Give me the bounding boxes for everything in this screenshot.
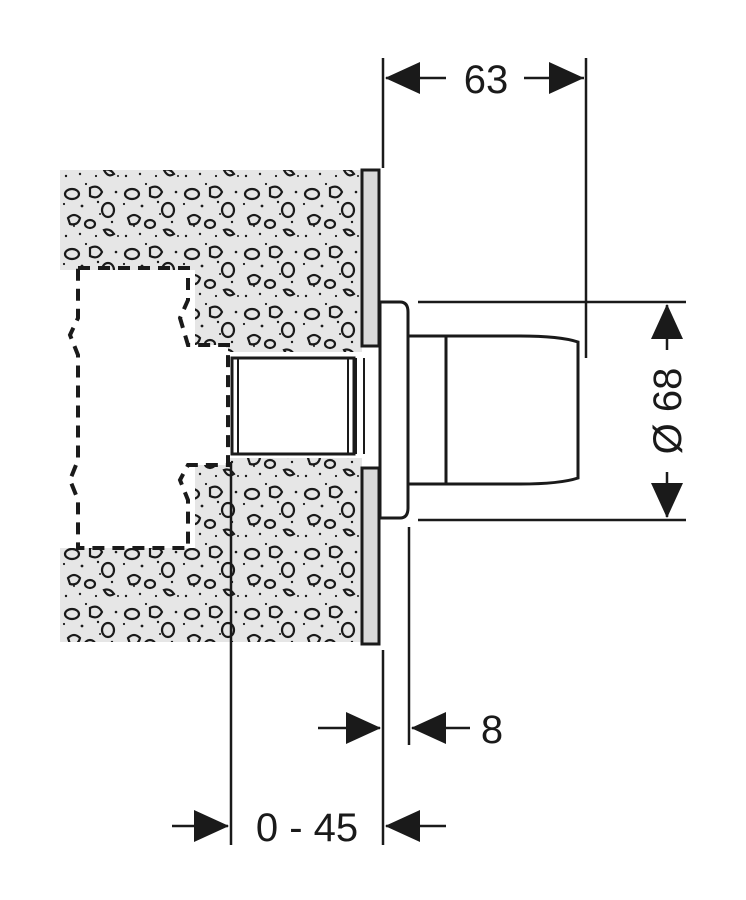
dimension-depth-range-label: 0 - 45 [256,806,358,850]
dimension-projection: 8 [318,527,503,845]
dimension-projection-label: 8 [481,708,503,752]
wall-section [60,170,362,642]
wall-lower [60,458,362,642]
spindle-extension [230,356,365,456]
handle [406,334,580,486]
cover-plate-lower [360,466,381,646]
dimension-depth-range: 0 - 45 [172,462,446,850]
cover-plate-upper [360,168,381,348]
wall-niche [60,270,195,548]
rosette [378,300,410,520]
wall-upper [60,170,362,352]
concealed-valve-body [67,266,230,550]
dimension-width-label: 63 [464,58,509,102]
dimension-diameter: Ø 68 [418,300,690,522]
dimension-diameter-label: Ø 68 [646,368,690,455]
dimension-width: 63 [381,58,588,358]
